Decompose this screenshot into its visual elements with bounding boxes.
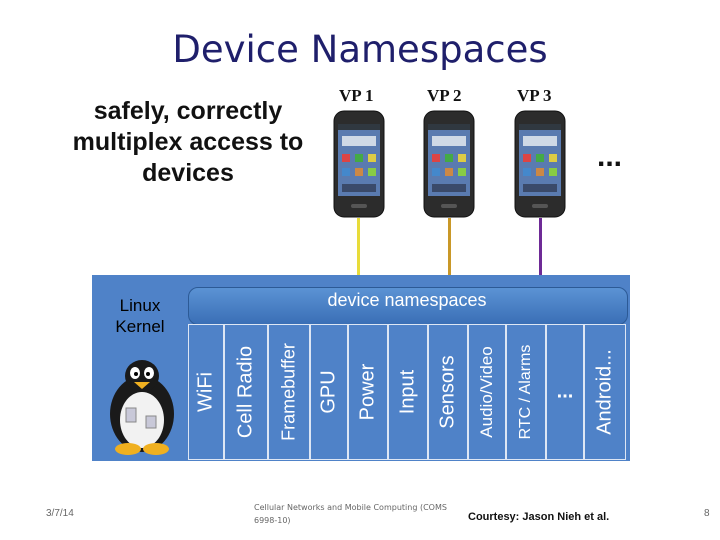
device-label: Android...: [593, 349, 616, 435]
slide-title: Device Namespaces: [172, 28, 548, 71]
device-more: ...: [546, 324, 584, 460]
device-label: Framebuffer: [278, 343, 299, 441]
vp3-connector: [539, 218, 542, 288]
device-label: Audio/Video: [477, 346, 496, 438]
footer-date: 3/7/14: [46, 508, 74, 519]
device-audio-video: Audio/Video: [468, 324, 506, 460]
device-label: WiFi: [194, 372, 217, 412]
device-label: Power: [356, 363, 379, 421]
vp1-label: VP 1: [339, 86, 374, 105]
device-namespaces-label: device namespaces: [327, 290, 487, 310]
device-framebuffer: Framebuffer: [268, 324, 310, 460]
vp3-label: VP 3: [517, 86, 552, 105]
vp1-connector: [357, 218, 360, 288]
device-label: Sensors: [436, 355, 459, 429]
vp2-connector: [448, 218, 451, 288]
more-phones-ellipsis: ...: [597, 140, 623, 173]
tagline: safely, correctly multiplex access to de…: [72, 97, 304, 187]
device-label: RTC / Alarms: [517, 344, 534, 440]
footer-courtesy: Courtesy: Jason Nieh et al.: [468, 511, 610, 523]
device-gpu: GPU: [310, 324, 348, 460]
footer-course: Cellular Networks and Mobile Computing (…: [254, 503, 447, 525]
phone-icon: [333, 110, 385, 218]
device-rtc-alarms: RTC / Alarms: [506, 324, 546, 460]
phone-icon: [423, 110, 475, 218]
kernel-label: Linux Kernel: [115, 296, 165, 336]
device-wifi: WiFi: [188, 324, 224, 460]
device-cell-radio: Cell Radio: [224, 324, 268, 460]
device-label: Input: [396, 369, 419, 415]
device-power: Power: [348, 324, 388, 460]
device-input: Input: [388, 324, 428, 460]
device-label: Cell Radio: [234, 345, 257, 439]
device-namespaces-bar: [188, 287, 628, 325]
page-number: 8: [704, 508, 710, 519]
tux-penguin-icon: [110, 360, 174, 455]
device-android: Android...: [584, 324, 626, 460]
vp2-label: VP 2: [427, 86, 462, 105]
device-sensors: Sensors: [428, 324, 468, 460]
device-label: ...: [556, 380, 574, 403]
device-label: GPU: [317, 370, 340, 414]
phone-icon: [514, 110, 566, 218]
